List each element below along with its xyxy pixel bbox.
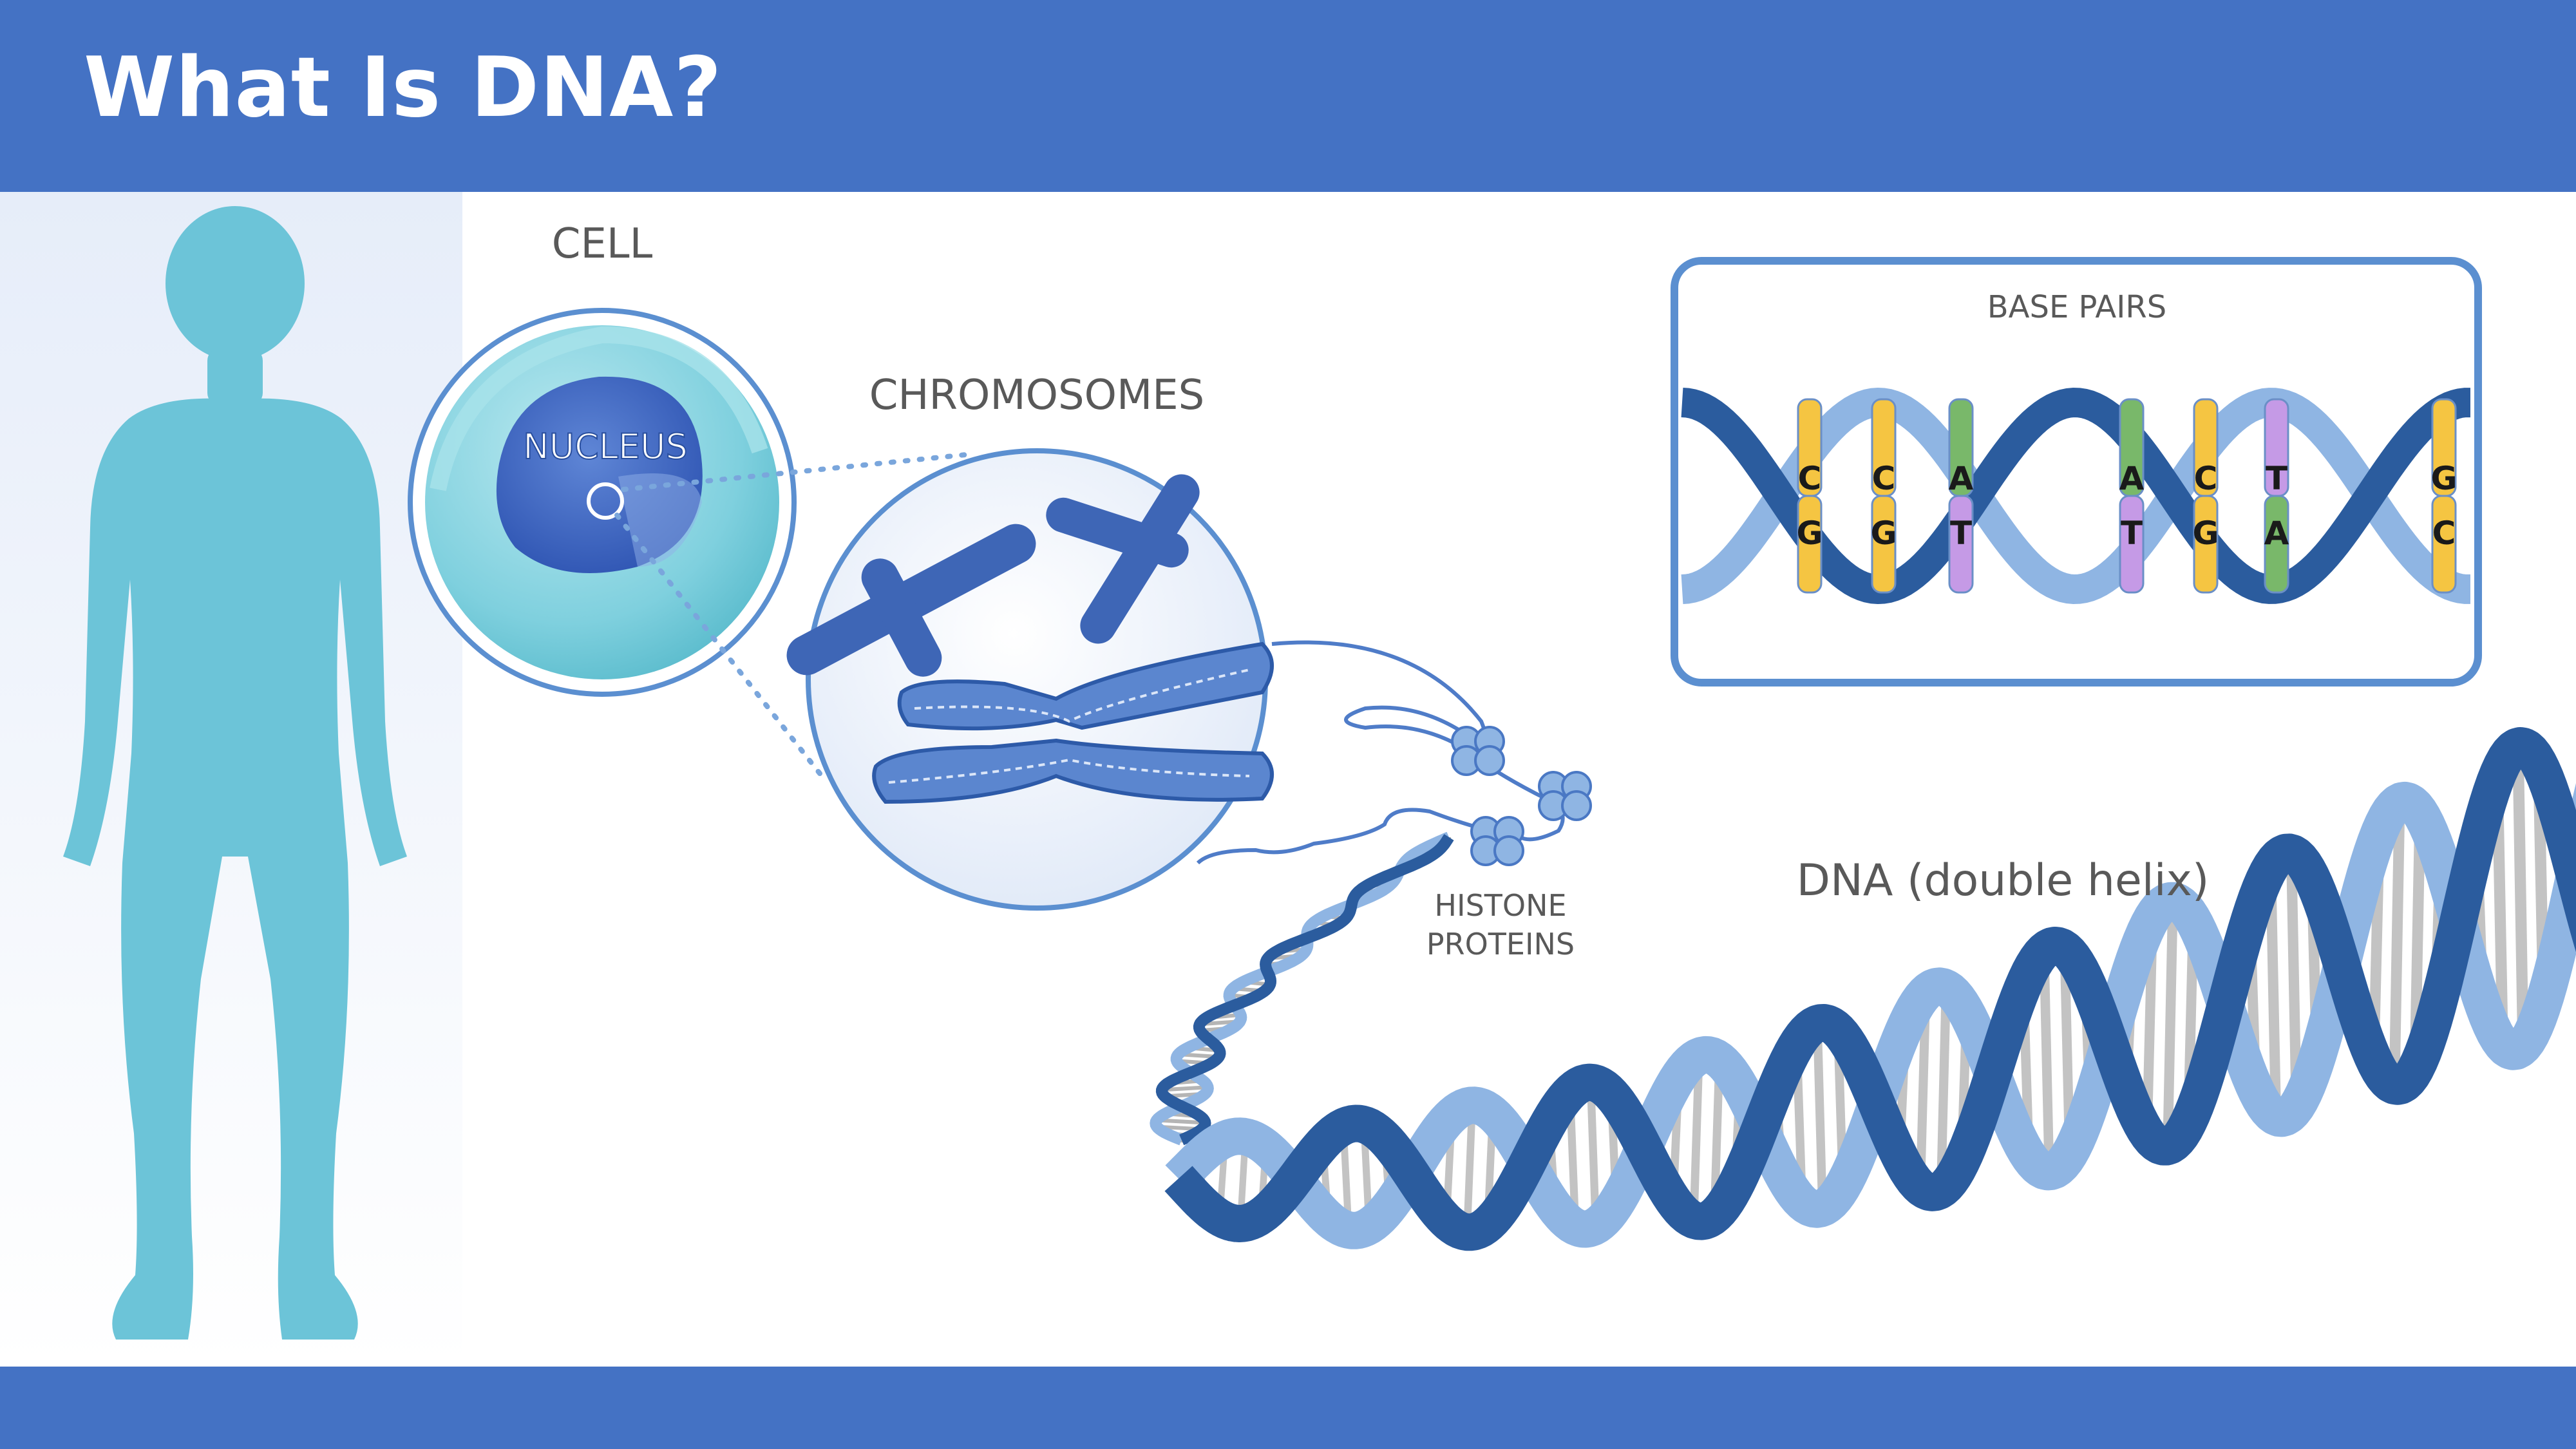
human-silhouette: [63, 206, 407, 1340]
base-pair-3: AT: [1948, 398, 1974, 594]
base-top-letter: A: [1949, 460, 1974, 497]
chromosome-small-2: [1046, 474, 1200, 644]
base-pair-bottom-bar: [1797, 495, 1823, 594]
base-top-letter: T: [2266, 460, 2287, 497]
cell-label: CELL: [552, 220, 653, 268]
large-helix-rung: [2039, 951, 2054, 1171]
base-pair-bottom-bar: [1871, 495, 1897, 594]
dna-label: DNA (double helix): [1797, 855, 2210, 906]
small-dna-helix: [1150, 831, 1454, 1146]
base-pair-5: CG: [2192, 398, 2219, 594]
large-helix-rung: [2512, 746, 2529, 1051]
histone-2: [1538, 771, 1592, 821]
large-helix-rung: [2163, 901, 2178, 1147]
large-helix-rung: [1689, 1059, 1703, 1220]
large-helix-rung: [1813, 1023, 1827, 1209]
chromosome-large: [872, 641, 1274, 804]
chromosomes-label: CHROMOSOMES: [869, 372, 1205, 419]
base-pair-bottom-bar: [2193, 495, 2219, 594]
large-helix-rung: [1463, 1106, 1476, 1233]
base-bottom-letter: T: [1950, 515, 1972, 552]
base-bottom-letter: A: [2264, 515, 2289, 552]
base-top-letter: G: [2430, 460, 2457, 497]
base-bottom-letter: G: [2192, 515, 2219, 552]
page-title: What Is DNA?: [84, 40, 723, 136]
base-pair-6: TA: [2264, 398, 2289, 594]
histone-label-line-1: HISTONE: [1434, 888, 1566, 923]
histone-1: [1451, 726, 1505, 776]
histone-proteins: [1451, 726, 1592, 866]
small-helix-rung: [1162, 1085, 1208, 1092]
base-bottom-letter: G: [1870, 515, 1897, 552]
histone-3: [1470, 816, 1524, 866]
large-helix-dark-strand: [1163, 727, 2576, 1251]
base-pair-2: CG: [1870, 398, 1897, 594]
base-top-letter: C: [2194, 460, 2218, 497]
large-helix-rung: [2389, 805, 2405, 1086]
footer-bar: [0, 1367, 2576, 1449]
base-pair-bottom-bar: [2119, 495, 2145, 594]
small-helix-light-strand: [1150, 831, 1452, 1146]
header-bar: [0, 0, 2576, 192]
base-top-letter: C: [1798, 460, 1822, 497]
chromosome-illustration: [786, 448, 1274, 911]
base-pair-7: GC: [2430, 398, 2458, 594]
zoom-lines: [614, 451, 975, 782]
nucleus-zoom-marker: [587, 482, 624, 520]
base-pair-bottom-bar: [1948, 495, 1974, 594]
base-pair-1: CG: [1796, 398, 1823, 594]
histone-label-line-2: PROTEINS: [1426, 927, 1575, 961]
base-bottom-letter: T: [2121, 515, 2143, 552]
base-top-letter: C: [1872, 460, 1896, 497]
base-bottom-letter: C: [2432, 515, 2456, 552]
large-helix-rung: [1936, 986, 1951, 1190]
nucleus-label: NUCLEUS: [523, 426, 688, 467]
base-top-letter: A: [2119, 460, 2145, 497]
small-helix-dark-strand: [1155, 834, 1454, 1146]
large-helix-rung: [1915, 999, 1931, 1188]
base-pair-bottom-bar: [2431, 495, 2457, 594]
base-bottom-letter: G: [1796, 515, 1823, 552]
chromosome-small-1: [786, 524, 1036, 677]
large-dna-helix: [1163, 727, 2576, 1251]
cell-illustration: [408, 308, 797, 697]
base-pair-4: AT: [2119, 398, 2145, 594]
base-pair-bottom-bar: [2264, 495, 2289, 594]
base-pairs-label: BASE PAIRS: [1987, 289, 2167, 325]
